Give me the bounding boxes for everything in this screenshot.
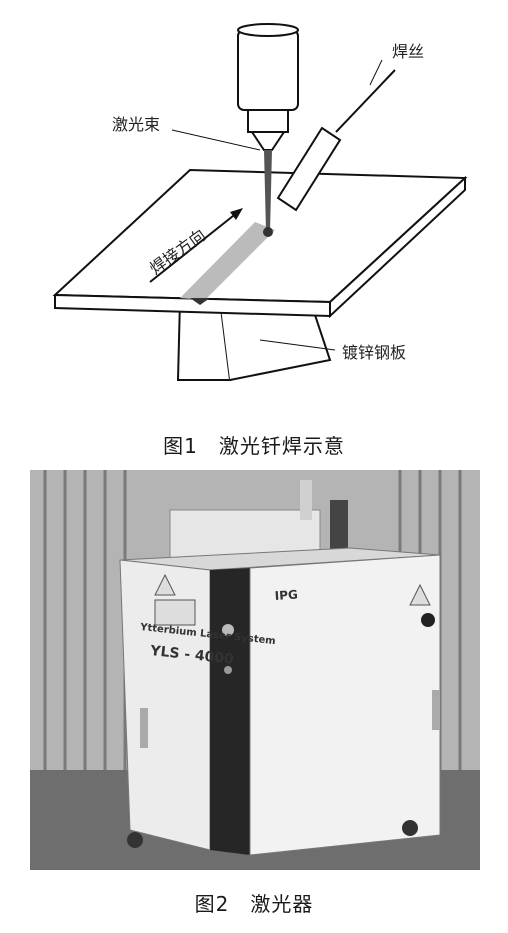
beam-leader-line — [171, 129, 261, 151]
welding-direction-arrow — [149, 211, 239, 283]
warning-sign-right — [409, 583, 431, 606]
joint-fillet — [190, 298, 210, 305]
label-filler-wire: 焊丝 — [392, 42, 424, 61]
warning-sign-left — [154, 573, 176, 596]
weld-seam — [180, 222, 275, 300]
control-panel — [210, 568, 250, 855]
laser-head-body — [237, 29, 299, 111]
pipe-fitting — [300, 480, 312, 520]
brand-text: IPG — [274, 587, 298, 603]
figure-2-caption: 图2 激光器 — [194, 892, 314, 916]
wire-leader-line — [369, 59, 383, 86]
power-button — [421, 613, 435, 627]
wire-feeder — [276, 126, 342, 212]
laser-device-photo: Ytterbium Laser System YLS - 4000 IPG — [30, 470, 480, 870]
laser-head-top — [237, 23, 299, 37]
caster — [127, 832, 143, 848]
label-plate — [154, 599, 196, 626]
handle-left — [140, 708, 148, 748]
laser-nozzle — [250, 131, 286, 151]
laser-head-collar — [247, 109, 289, 133]
key-switch — [222, 624, 234, 636]
plate-right-edge — [329, 175, 466, 319]
handle-right — [432, 690, 440, 730]
label-galvanized-plate: 镀锌钢板 — [342, 343, 406, 362]
filler-wire — [335, 69, 396, 133]
cabinet-right-face — [249, 554, 441, 856]
figure-1-diagram: 激光束 焊丝 焊接方向 镀锌钢板 — [0, 0, 508, 420]
figure-2-photo: Ytterbium Laser System YLS - 4000 IPG — [0, 470, 508, 870]
laser-beam — [264, 150, 272, 232]
connector — [330, 500, 348, 550]
caster — [402, 820, 418, 836]
label-laser-beam: 激光束 — [112, 115, 160, 134]
indicator — [224, 666, 232, 674]
laser-spot — [263, 227, 273, 237]
arrow-head — [230, 208, 243, 220]
figure-1-caption: 图1 激光钎焊示意 — [163, 434, 345, 458]
laser-brazing-diagram: 激光束 焊丝 焊接方向 镀锌钢板 — [52, 23, 468, 381]
plate-leader-line — [259, 339, 336, 351]
